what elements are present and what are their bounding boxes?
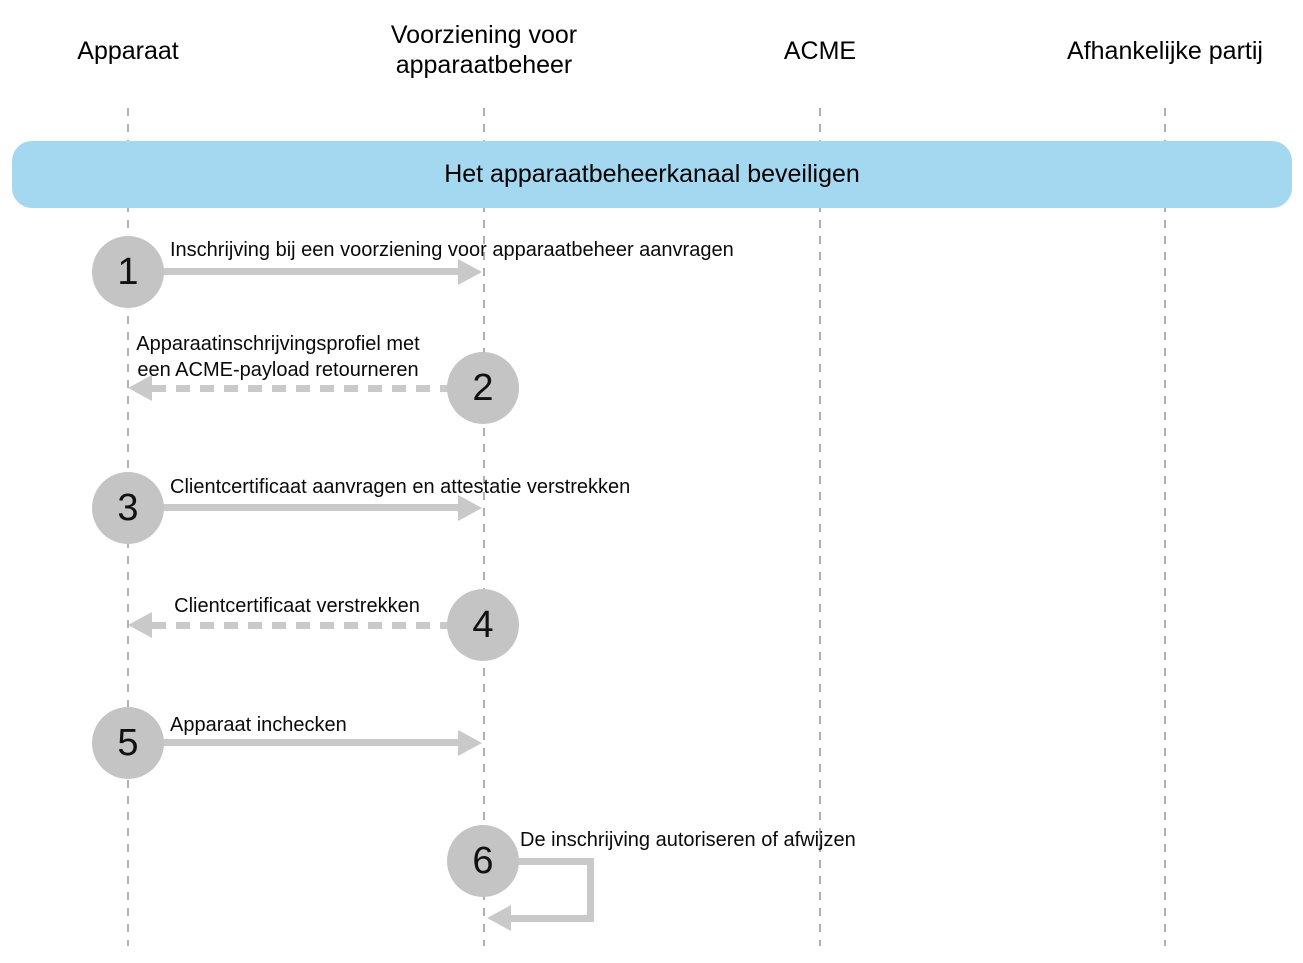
phase-banner-title: Het apparaatbeheerkanaal beveiligen [444, 160, 860, 188]
step-6-label: De inschrijving autoriseren of afwijzen [520, 829, 856, 851]
actor-label-afhankelijke-partij: Afhankelijke partij [1067, 37, 1263, 65]
actor-label-voorziening-voor-apparaatbeheer: Voorziening voor apparaatbeheer [390, 21, 578, 79]
step-3-circle: 3 [92, 472, 164, 544]
step-5-arrowhead-icon [458, 730, 482, 756]
step-3-arrowhead-icon [458, 495, 482, 521]
actor-label-apparaat: Apparaat [77, 37, 179, 65]
step-4-circle: 4 [447, 589, 519, 661]
step-6-arrowhead-icon [487, 905, 511, 931]
step-5-label: Apparaat inchecken [170, 714, 347, 736]
step-4-label: Clientcertificaat verstrekken [174, 595, 420, 617]
step-5-circle: 5 [92, 707, 164, 779]
lifeline-acme [819, 108, 821, 946]
step-1-arrowhead-icon [458, 259, 482, 285]
step-3-number: 3 [117, 486, 139, 529]
step-2-number: 2 [472, 366, 494, 409]
step-5-arrow-line [150, 739, 462, 746]
step-1-number: 1 [117, 250, 139, 293]
step-1-circle: 1 [92, 236, 164, 308]
step-2-label: Apparaatinschrijvingsprofiel met een ACM… [136, 333, 420, 381]
step-1-label: Inschrijving bij een voorziening voor ap… [170, 239, 734, 261]
step-3-label: Clientcertificaat aanvragen en attestati… [170, 476, 631, 498]
step-6-self-loop-line [510, 858, 594, 922]
step-2-circle: 2 [447, 352, 519, 424]
lifeline-voorziening-voor-apparaatbeheer [483, 108, 485, 946]
step-3-arrow-line [150, 504, 462, 511]
phase-banner: Het apparaatbeheerkanaal beveiligen [12, 141, 1292, 208]
step-6-circle: 6 [447, 825, 519, 897]
step-6-number: 6 [472, 839, 494, 882]
step-4-arrow-line [152, 622, 448, 629]
step-5-number: 5 [117, 721, 139, 764]
actor-label-acme: ACME [783, 37, 857, 65]
lifeline-afhankelijke-partij [1164, 108, 1166, 946]
step-2-arrow-line [152, 385, 448, 392]
step-1-arrow-line [150, 268, 462, 275]
step-4-arrowhead-icon [128, 612, 152, 638]
step-4-number: 4 [472, 603, 494, 646]
step-2-arrowhead-icon [128, 375, 152, 401]
